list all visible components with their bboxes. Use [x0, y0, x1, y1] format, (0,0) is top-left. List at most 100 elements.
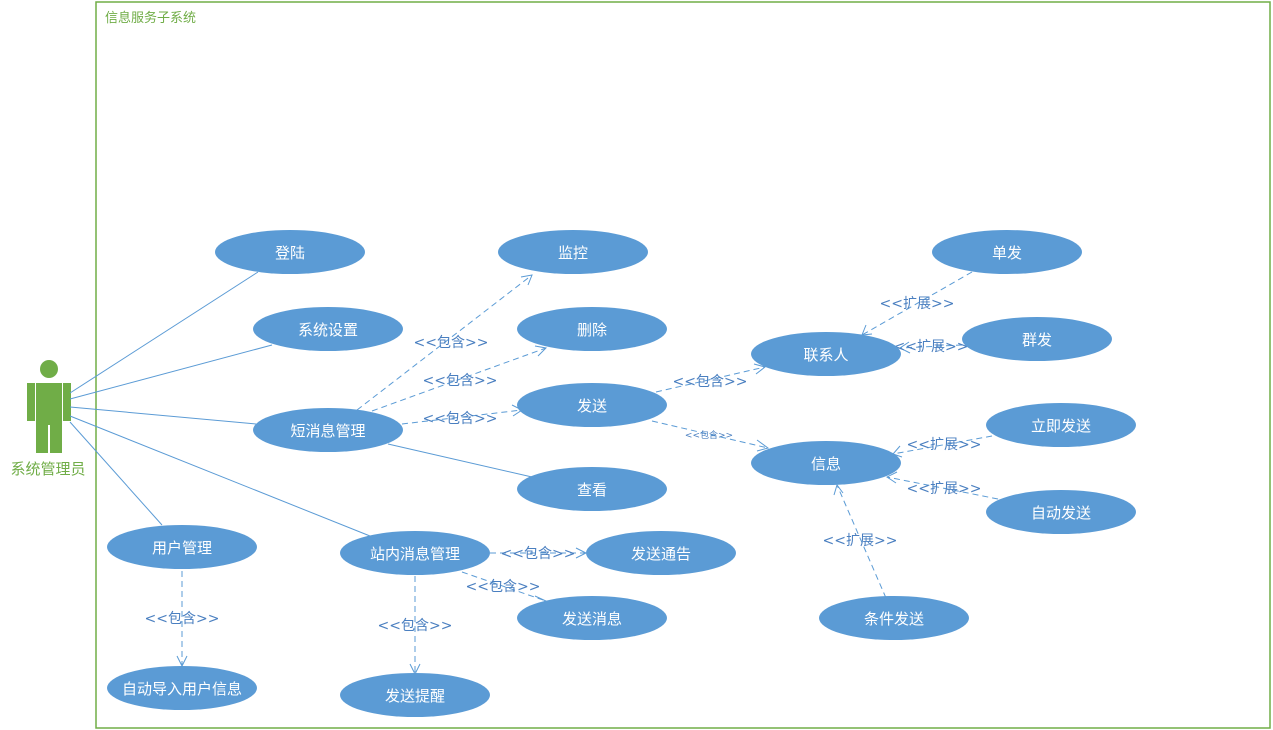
usecase-shape — [215, 230, 365, 274]
usecase-user-mgmt[interactable]: 用户管理 — [107, 525, 257, 569]
usecase-label: 短消息管理 — [290, 422, 365, 440]
usecase-info[interactable]: 信息 — [751, 441, 901, 485]
actor-right-leg — [50, 425, 62, 453]
usecase-site-msg-mgmt[interactable]: 站内消息管理 — [340, 531, 490, 575]
usecase-shape — [107, 666, 257, 710]
usecase-shape — [986, 403, 1136, 447]
usecase-shape — [819, 596, 969, 640]
usecase-login[interactable]: 登陆 — [215, 230, 365, 274]
dep-group-contact — [899, 344, 963, 349]
assoc-login — [69, 271, 259, 394]
associations — [69, 271, 533, 537]
usecase-monitor[interactable]: 监控 — [498, 230, 648, 274]
usecase-label: 查看 — [577, 481, 607, 499]
usecase-shape — [498, 230, 648, 274]
usecase-label: 信息 — [811, 455, 841, 473]
usecase-send-notice[interactable]: 发送通告 — [586, 531, 736, 575]
usecase-send-message[interactable]: 发送消息 — [517, 596, 667, 640]
actor-system-admin[interactable]: 系统管理员 — [10, 360, 86, 478]
usecase-auto-send[interactable]: 自动发送 — [986, 490, 1136, 534]
usecase-view[interactable]: 查看 — [517, 467, 667, 511]
usecase-shape — [253, 307, 403, 351]
relationship-labels: <<包含>> <<包含>> <<包含>> <<包含>> <<包含>> <<扩展>… — [145, 296, 982, 634]
dep-send-contact — [655, 366, 766, 393]
label-include: <<包含>> — [423, 411, 498, 427]
usecase-shape — [751, 332, 901, 376]
usecase-shape — [962, 317, 1112, 361]
dep-single-contact — [861, 271, 973, 336]
usecase-shape — [517, 596, 667, 640]
dep-sms-delete — [371, 347, 547, 412]
label-include: <<包含>> — [466, 579, 541, 595]
actor-label: 系统管理员 — [10, 460, 85, 478]
usecase-label: 自动导入用户信息 — [122, 680, 242, 698]
arrowhead — [753, 363, 767, 375]
actor-left-arm — [27, 383, 35, 421]
usecase-delete[interactable]: 删除 — [517, 307, 667, 351]
usecase-label: 联系人 — [803, 346, 848, 364]
arrowhead — [861, 324, 873, 336]
label-extend: <<扩展>> — [894, 339, 969, 355]
usecase-shape — [932, 230, 1082, 274]
usecase-shape — [253, 408, 403, 452]
usecase-contact[interactable]: 联系人 — [751, 332, 901, 376]
arrowhead — [886, 471, 898, 484]
usecase-label: 发送消息 — [562, 610, 622, 628]
arrowhead — [756, 439, 770, 452]
usecase-shape — [586, 531, 736, 575]
usecase-shape — [340, 673, 490, 717]
usecase-single[interactable]: 单发 — [932, 230, 1082, 274]
usecase-label: 站内消息管理 — [370, 545, 460, 563]
usecase-shape — [517, 383, 667, 427]
assoc-user-mgmt — [69, 421, 163, 526]
usecase-shape — [517, 467, 667, 511]
usecase-label: 监控 — [558, 244, 588, 262]
arrowhead — [520, 274, 533, 286]
arrowhead — [534, 345, 548, 357]
label-include: <<包含>> — [673, 374, 748, 390]
dep-conditional-info — [836, 484, 887, 599]
system-title: 信息服务子系统 — [105, 10, 196, 26]
assoc-view — [387, 443, 533, 478]
arrowhead — [833, 483, 844, 496]
usecase-shape — [340, 531, 490, 575]
usecase-shape — [107, 525, 257, 569]
label-include: <<包含>> — [414, 335, 489, 351]
label-extend: <<扩展>> — [907, 481, 982, 497]
usecase-send[interactable]: 发送 — [517, 383, 667, 427]
actor-left-leg — [36, 425, 48, 453]
label-include-small: <<包含>> — [685, 429, 733, 441]
assoc-settings — [69, 344, 273, 400]
usecase-shape — [986, 490, 1136, 534]
arrowhead — [899, 341, 911, 354]
dep-site-message — [461, 571, 547, 602]
label-extend: <<扩展>> — [907, 437, 982, 453]
dep-sms-send — [401, 409, 523, 425]
usecase-label: 群发 — [1022, 331, 1052, 349]
actor-head — [40, 360, 58, 378]
label-include: <<包含>> — [501, 546, 576, 562]
usecase-label: 发送通告 — [631, 545, 691, 563]
usecase-label: 用户管理 — [152, 539, 212, 557]
usecase-send-remind[interactable]: 发送提醒 — [340, 673, 490, 717]
usecase-label: 删除 — [577, 321, 607, 339]
usecase-settings[interactable]: 系统设置 — [253, 307, 403, 351]
usecase-label: 登陆 — [275, 244, 305, 262]
usecase-label: 立即发送 — [1031, 417, 1091, 435]
usecase-group[interactable]: 群发 — [962, 317, 1112, 361]
usecase-label: 自动发送 — [1031, 504, 1091, 522]
label-include: <<包含>> — [378, 618, 453, 634]
assoc-site-msg-mgmt — [69, 415, 371, 537]
label-include: <<包含>> — [145, 611, 220, 627]
usecase-instant[interactable]: 立即发送 — [986, 403, 1136, 447]
usecase-conditional[interactable]: 条件发送 — [819, 596, 969, 640]
usecase-sms-mgmt[interactable]: 短消息管理 — [253, 408, 403, 452]
actor-right-arm — [63, 383, 71, 421]
usecase-label: 发送 — [577, 397, 607, 415]
label-extend: <<扩展>> — [880, 296, 955, 312]
dep-instant-info — [892, 435, 993, 455]
usecase-shape — [751, 441, 901, 485]
dep-auto-info — [886, 476, 999, 500]
usecase-auto-import[interactable]: 自动导入用户信息 — [107, 666, 257, 710]
